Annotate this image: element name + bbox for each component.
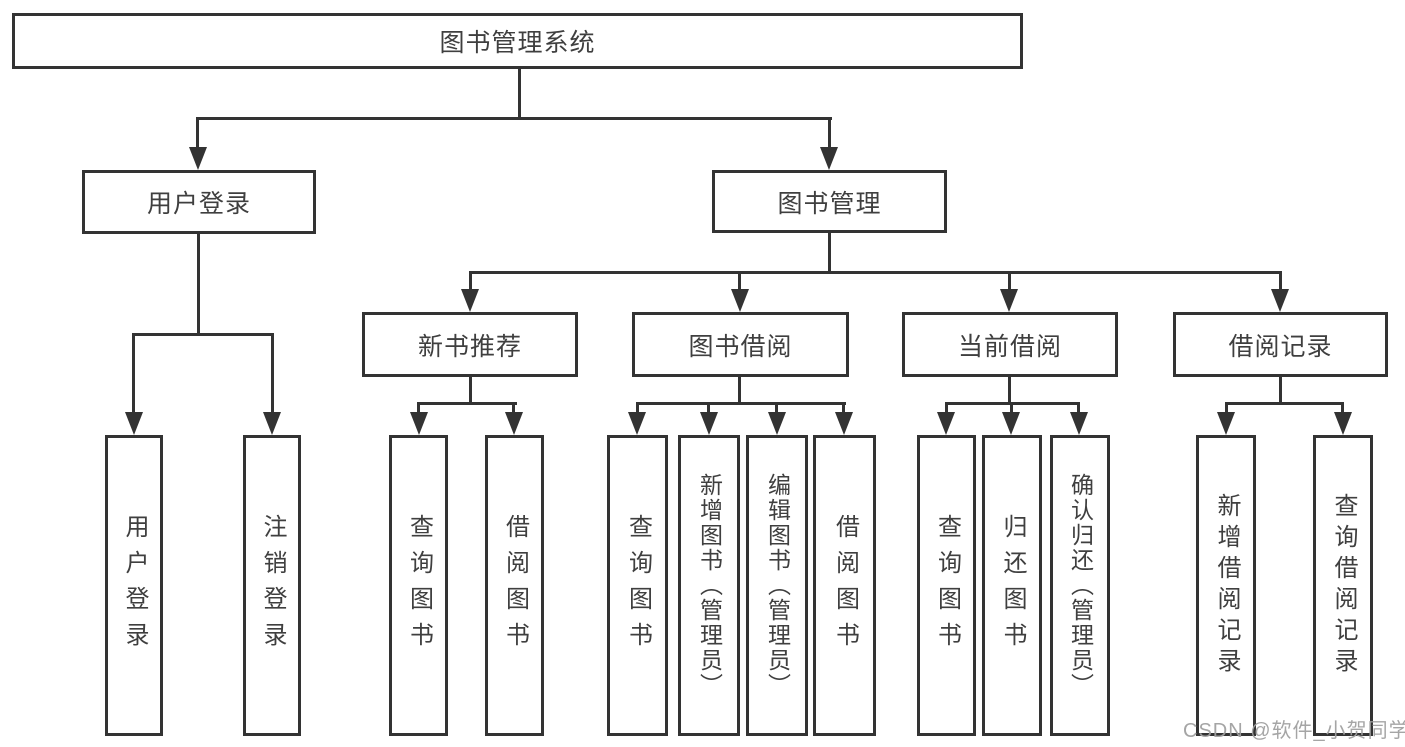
- node-book-borrow: 图书借阅: [632, 312, 849, 377]
- arrowhead-borrow-query-books: [628, 412, 646, 435]
- arrowhead-borrow-edit-books: [768, 412, 786, 435]
- leaf-recommend-borrow-books: 借阅图书: [485, 435, 544, 736]
- node-root-library-management-system: 图书管理系统: [12, 13, 1023, 69]
- leaf-current-return-books: 归还图书: [982, 435, 1042, 736]
- leaf-borrow-borrow-books: 借阅图书: [813, 435, 876, 736]
- leaf-records-query-borrow-record-label: 查询借阅记录: [1330, 492, 1357, 679]
- connector-mgmt-stem: [828, 233, 831, 274]
- leaf-borrow-borrow-books-label: 借阅图书: [831, 513, 859, 658]
- connector-recommend-split: [417, 402, 517, 405]
- connector-mgmt-drop-3: [1008, 271, 1011, 291]
- leaf-records-add-borrow-record-label: 新增借阅记录: [1213, 492, 1240, 679]
- connector-records-stem: [1279, 377, 1282, 405]
- connector-login-drop-2: [271, 333, 274, 413]
- node-user-login: 用户登录: [82, 170, 316, 234]
- connector-login-split: [132, 333, 274, 336]
- leaf-current-confirm-return-admin: 确认归还（管理员）: [1050, 435, 1110, 736]
- leaf-borrow-add-books-admin-label: 新增图书（管理员）: [696, 473, 723, 698]
- arrowhead-leaf-logout: [263, 412, 281, 435]
- leaf-borrow-edit-books-admin-label: 编辑图书（管理员）: [764, 473, 791, 698]
- node-root-label: 图书管理系统: [439, 29, 596, 57]
- leaf-borrow-query-books: 查询图书: [607, 435, 668, 736]
- node-user-login-label: 用户登录: [146, 190, 251, 218]
- arrowhead-recommend-borrow-books: [505, 412, 523, 435]
- connector-current-stem: [1008, 377, 1011, 405]
- arrowhead-borrow-borrow-books: [835, 412, 853, 435]
- connector-borrow-drop-2: [707, 402, 710, 414]
- connector-root-drop-left: [196, 117, 199, 149]
- node-borrow-records-label: 借阅记录: [1228, 332, 1333, 361]
- leaf-recommend-query-books-label: 查询图书: [405, 513, 433, 658]
- connector-recommend-drop-1: [417, 402, 420, 414]
- node-book-management-label: 图书管理: [777, 189, 882, 218]
- connector-borrow-split: [636, 402, 846, 405]
- arrowhead-borrow-add-books: [700, 412, 718, 435]
- connector-records-drop-2: [1341, 402, 1344, 414]
- arrowhead-borrow-records: [1271, 289, 1289, 312]
- leaf-logout-login: 注销登录: [243, 435, 301, 736]
- arrowhead-book-management: [820, 147, 838, 170]
- leaf-recommend-query-books: 查询图书: [389, 435, 448, 736]
- node-current-borrow-label: 当前借阅: [957, 332, 1062, 361]
- connector-mgmt-drop-1: [469, 271, 472, 291]
- leaf-borrow-query-books-label: 查询图书: [624, 513, 652, 658]
- leaf-current-confirm-return-admin-label: 确认归还（管理员）: [1067, 473, 1094, 698]
- connector-root-stem: [518, 68, 521, 120]
- arrowhead-current-borrow: [1000, 289, 1018, 312]
- leaf-borrow-edit-books-admin: 编辑图书（管理员）: [746, 435, 808, 736]
- arrowhead-leaf-user-login: [125, 412, 143, 435]
- leaf-records-query-borrow-record: 查询借阅记录: [1313, 435, 1373, 736]
- connector-root-split: [197, 117, 832, 120]
- leaf-logout-login-label: 注销登录: [259, 513, 286, 658]
- connector-current-drop-3: [1077, 402, 1080, 414]
- node-book-borrow-label: 图书借阅: [688, 332, 793, 361]
- csdn-watermark: CSDN @软件_小贺同学: [1183, 720, 1405, 742]
- arrowhead-current-return-books: [1002, 412, 1020, 435]
- connector-current-drop-2: [1010, 402, 1013, 414]
- arrowhead-current-query-books: [937, 412, 955, 435]
- connector-mgmt-drop-2: [738, 271, 741, 291]
- connector-mgmt-split: [469, 271, 1282, 274]
- arrowhead-user-login: [189, 147, 207, 170]
- leaf-current-query-books: 查询图书: [917, 435, 976, 736]
- node-borrow-records: 借阅记录: [1173, 312, 1388, 377]
- connector-recommend-stem: [469, 377, 472, 405]
- connector-root-drop-right: [828, 117, 831, 149]
- arrowhead-current-confirm-return: [1070, 412, 1088, 435]
- connector-borrow-drop-3: [775, 402, 778, 414]
- node-new-book-recommend: 新书推荐: [362, 312, 578, 377]
- arrowhead-recommend-query-books: [410, 412, 428, 435]
- connector-login-stem: [197, 233, 200, 336]
- leaf-borrow-add-books-admin: 新增图书（管理员）: [678, 435, 740, 736]
- connector-mgmt-drop-4: [1279, 271, 1282, 291]
- arrowhead-book-borrow: [731, 289, 749, 312]
- connector-recommend-drop-2: [512, 402, 515, 414]
- connector-borrow-drop-1: [636, 402, 639, 414]
- connector-login-drop-1: [132, 333, 135, 413]
- node-new-book-recommend-label: 新书推荐: [417, 332, 522, 361]
- connector-records-split: [1225, 402, 1344, 405]
- node-current-borrow: 当前借阅: [902, 312, 1118, 377]
- arrowhead-records-add-record: [1217, 412, 1235, 435]
- arrowhead-records-query-record: [1334, 412, 1352, 435]
- leaf-records-add-borrow-record: 新增借阅记录: [1196, 435, 1256, 736]
- arrowhead-new-book-recommend: [461, 289, 479, 312]
- leaf-current-query-books-label: 查询图书: [933, 513, 961, 658]
- node-book-management: 图书管理: [712, 170, 947, 233]
- leaf-current-return-books-label: 归还图书: [999, 513, 1026, 658]
- leaf-recommend-borrow-books-label: 借阅图书: [501, 513, 529, 658]
- leaf-user-login: 用户登录: [105, 435, 163, 736]
- connector-borrow-stem: [738, 377, 741, 405]
- connector-records-drop-1: [1225, 402, 1228, 414]
- connector-borrow-drop-4: [842, 402, 845, 414]
- leaf-user-login-label: 用户登录: [121, 513, 148, 658]
- connector-current-drop-1: [945, 402, 948, 414]
